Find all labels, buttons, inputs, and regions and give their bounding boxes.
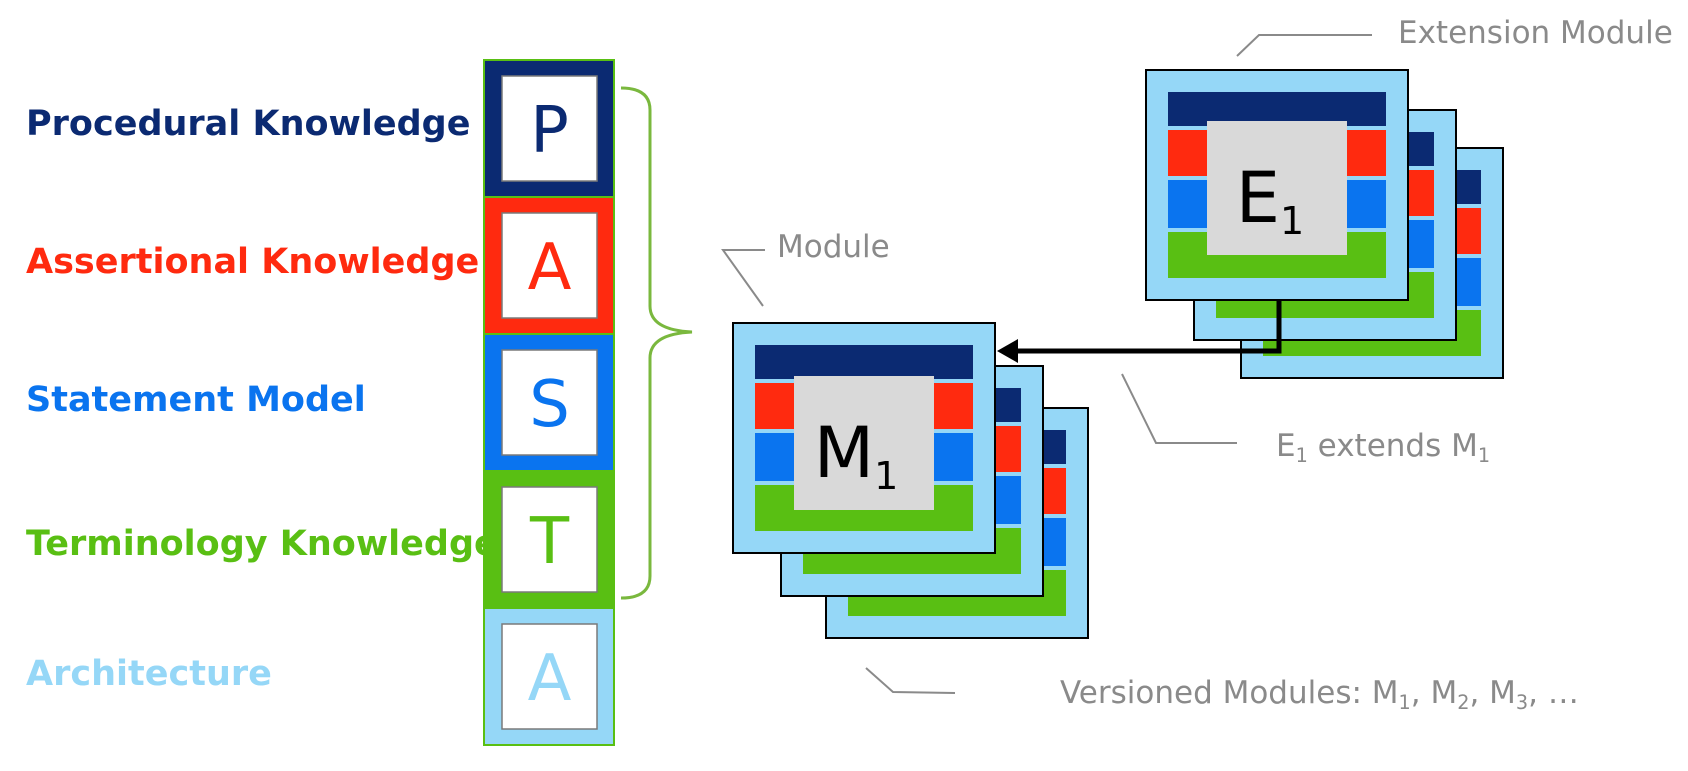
extension-module-annotation: Extension Module	[1398, 15, 1673, 51]
extends-arrowhead	[997, 339, 1018, 363]
layer-block-statement: S	[483, 333, 615, 472]
layer-letter-architecture: A	[528, 642, 572, 716]
extends-annotation: E1 extends M1	[1276, 428, 1491, 467]
layer-letter-procedural: P	[530, 94, 569, 168]
layer-label-statement: Statement Model	[26, 380, 366, 420]
layer-block-assertional: A	[483, 196, 615, 335]
module-card-m1-center	[794, 376, 934, 510]
module-annotation: Module	[777, 229, 890, 265]
module-callout-line	[721, 249, 765, 307]
extension-card-e1-center	[1207, 121, 1347, 255]
layer-block-architecture: A	[483, 607, 615, 746]
extends-arrow-line	[1016, 300, 1282, 354]
extension-card-e1: E1	[1145, 69, 1409, 301]
layer-block-statement-inner	[501, 349, 598, 456]
layer-letter-assertional: A	[528, 231, 572, 305]
layer-letter-statement: S	[529, 368, 570, 442]
extension-callout-line	[1236, 34, 1372, 57]
layer-label-assertional: Assertional Knowledge	[26, 242, 480, 282]
module-card-m1-label: M1	[814, 412, 899, 498]
layer-block-procedural: P	[483, 59, 615, 198]
versioned-module-stack: M1	[732, 322, 1089, 639]
pasta-stack: P A S T A	[483, 59, 615, 746]
layer-label-terminology: Terminology Knowledge	[26, 524, 498, 564]
layer-letter-terminology: T	[529, 505, 570, 579]
layer-block-terminology-inner	[501, 486, 598, 593]
module-card-m1: M1	[732, 322, 996, 554]
layer-block-procedural-inner	[501, 75, 598, 182]
layer-block-architecture-inner	[501, 623, 598, 730]
versioned-modules-annotation: Versioned Modules: M1, M2, M3, …	[1060, 675, 1579, 714]
module-card-m1-band-procedural	[755, 345, 973, 379]
extension-card-e1-band-procedural	[1168, 92, 1386, 126]
extension-card-e1-label: E1	[1236, 157, 1304, 243]
versioned-callout-line	[865, 667, 956, 694]
extension-module-stack: E1	[1145, 69, 1504, 379]
layer-label-procedural: Procedural Knowledge	[26, 104, 471, 144]
extends-callout-line	[1121, 373, 1237, 444]
module-brace	[620, 86, 693, 600]
layer-label-architecture: Architecture	[26, 654, 272, 694]
layer-block-assertional-inner	[501, 212, 598, 319]
layer-block-terminology: T	[483, 470, 615, 609]
